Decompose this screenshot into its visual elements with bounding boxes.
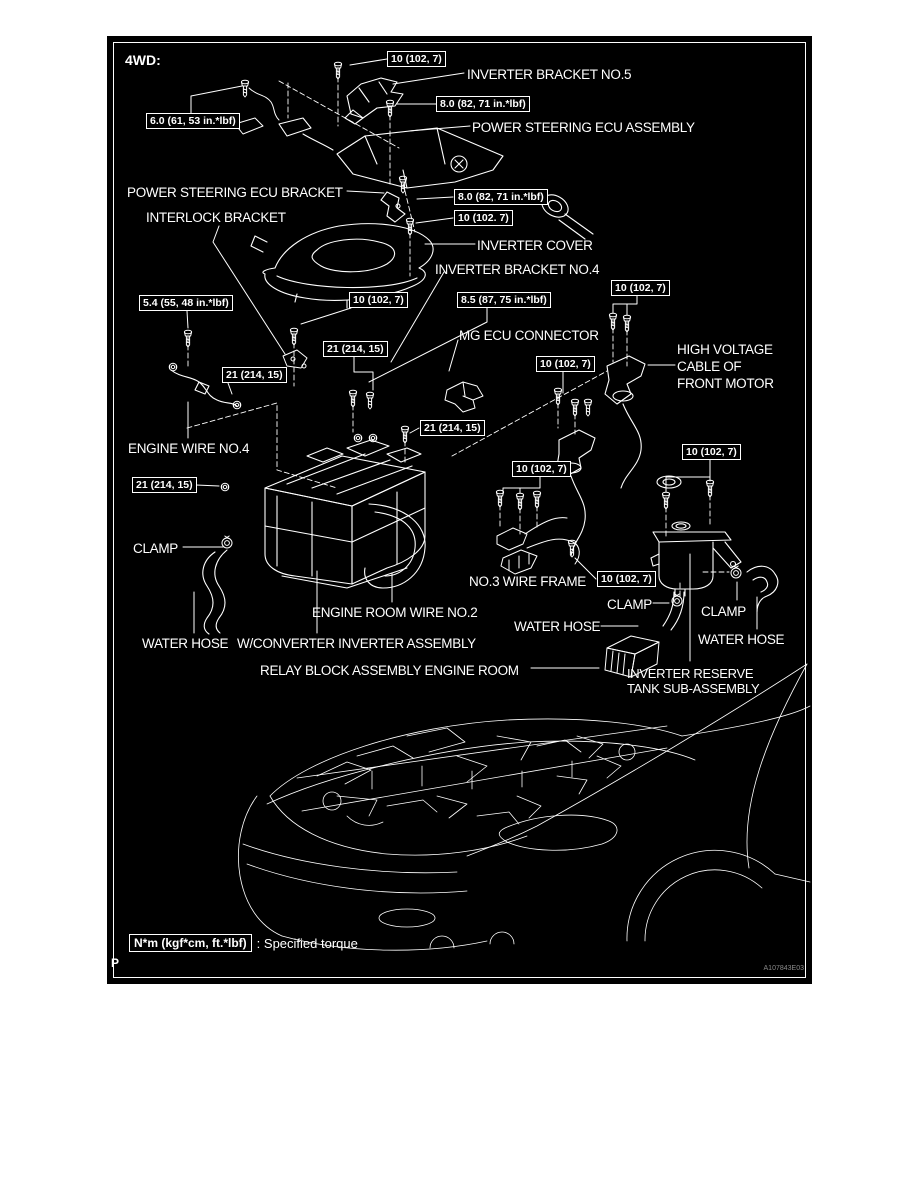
part-label-interlock-bracket: INTERLOCK BRACKET	[146, 210, 286, 225]
clamp-icon	[730, 565, 742, 579]
bond-wire-drawing	[234, 87, 280, 135]
part-label-power-steering-ecu-bracket: POWER STEERING ECU BRACKET	[127, 185, 343, 200]
bolt-icon	[365, 391, 375, 410]
high-voltage-cable-drawing	[556, 355, 646, 557]
figure-code: A107843E03	[763, 965, 804, 972]
torque-spec-box: 21 (214, 15)	[323, 341, 388, 357]
drive-type-label: 4WD:	[125, 52, 161, 68]
bolt-icon	[240, 79, 250, 98]
part-label-water-hose-right: WATER HOSE	[698, 632, 785, 647]
torque-spec-box: 10 (102, 7)	[536, 356, 595, 372]
torque-spec-box: 8.5 (87, 75 in.*lbf)	[457, 292, 551, 308]
part-label-engine-wire-no4: ENGINE WIRE NO.4	[128, 441, 250, 456]
torque-spec-box: 10 (102, 7)	[611, 280, 670, 296]
part-label-clamp-left: CLAMP	[133, 541, 179, 556]
torque-spec-box: 8.0 (82, 71 in.*lbf)	[454, 189, 548, 205]
exploded-view-illustration	[168, 58, 811, 951]
torque-legend: N*m (kgf*cm, ft.*lbf) : Specified torque	[129, 934, 358, 952]
torque-spec-box: 8.0 (82, 71 in.*lbf)	[436, 96, 530, 112]
vehicle-front-sketch	[238, 663, 811, 951]
part-label-relay-block: RELAY BLOCK ASSEMBLY ENGINE ROOM	[260, 663, 519, 678]
torque-spec-box: 10 (102, 7)	[349, 292, 408, 308]
part-label-water-hose-mid: WATER HOSE	[514, 619, 601, 634]
part-label-no3-wire-frame: NO.3 WIRE FRAME	[469, 574, 587, 589]
page-marker: P	[111, 956, 120, 970]
torque-unit-box: N*m (kgf*cm, ft.*lbf)	[129, 934, 252, 952]
inverter-assembly-drawing	[264, 439, 426, 589]
part-label-inverter-cover: INVERTER COVER	[477, 238, 593, 253]
torque-spec-box: 10 (102, 7)	[682, 444, 741, 460]
bolt-icons	[168, 61, 742, 607]
assembly-guide-lines	[186, 68, 730, 598]
part-label-inverter-reserve-tank: INVERTER RESERVE TANK SUB-ASSEMBLY	[627, 666, 760, 696]
torque-description: : Specified torque	[256, 935, 358, 951]
nut-icon	[353, 433, 363, 443]
interlock-bracket-drawing	[282, 349, 308, 369]
engine-wire-no4-drawing	[170, 369, 238, 407]
leader-lines	[182, 58, 758, 669]
torque-spec-box: 10 (102, 7)	[387, 51, 446, 67]
part-label-high-voltage-cable: HIGH VOLTAGE CABLE OF FRONT MOTOR	[677, 342, 774, 391]
inverter-cover-drawing	[250, 223, 434, 309]
part-label-engine-room-wire-no2: ENGINE ROOM WIRE NO.2	[312, 605, 478, 620]
part-label-inverter-bracket-no4: INVERTER BRACKET NO.4	[435, 262, 600, 277]
part-label-clamp-right: CLAMP	[701, 604, 747, 619]
torque-spec-box: 21 (214, 15)	[222, 367, 287, 383]
nut-icon	[220, 482, 230, 492]
engine-room-wire-no2-drawing	[364, 503, 426, 589]
part-label-mg-ecu-connector: MG ECU CONNECTOR	[459, 328, 599, 343]
torque-spec-box: 5.4 (55, 48 in.*lbf)	[139, 295, 233, 311]
part-label-inverter-bracket-no5: INVERTER BRACKET NO.5	[467, 67, 632, 82]
relay-block-drawing	[604, 635, 660, 678]
part-label-clamp-mid: CLAMP	[607, 597, 653, 612]
torque-spec-box: 21 (214, 15)	[420, 420, 485, 436]
mg-ecu-connector-drawing	[444, 381, 484, 413]
power-steering-ecu-assembly-drawing	[278, 117, 594, 240]
torque-spec-box: 10 (102. 7)	[454, 210, 513, 226]
inverter-reserve-tank-drawing	[650, 475, 742, 597]
torque-spec-box: 10 (102, 7)	[512, 461, 571, 477]
torque-spec-box: 10 (102, 7)	[597, 571, 656, 587]
torque-spec-box: 6.0 (61, 53 in.*lbf)	[146, 113, 240, 129]
torque-spec-box: 21 (214, 15)	[132, 477, 197, 493]
no3-wire-frame-drawing	[496, 517, 580, 575]
power-steering-ecu-bracket-drawing	[380, 191, 406, 223]
clamp-icon	[221, 535, 233, 549]
nut-icon	[168, 362, 178, 372]
inverter-bracket-no5-drawing	[344, 77, 404, 125]
water-hose-drawings	[202, 549, 779, 635]
part-label-water-hose-left: WATER HOSE	[142, 636, 229, 651]
bolt-icon	[583, 398, 593, 417]
diagram-panel: 4WD: 10 (102, 7) 8.0 (82, 71 in.*lbf) 6.…	[107, 36, 812, 984]
part-label-power-steering-ecu-assembly: POWER STEERING ECU ASSEMBLY	[472, 120, 695, 135]
part-label-inverter-assembly: W/CONVERTER INVERTER ASSEMBLY	[237, 636, 476, 651]
